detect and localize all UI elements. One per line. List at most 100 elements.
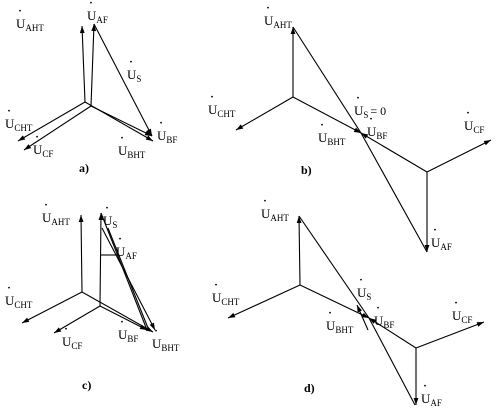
label-u-cf-letter: U	[62, 334, 72, 349]
phasor-u-aht	[80, 214, 83, 293]
label-u-af-subscript: AF	[430, 398, 442, 408]
svg-text:UBHT: UBHT	[118, 143, 146, 160]
phasor-u-bf-arrowhead	[369, 318, 377, 324]
label-u-bf: UBF˙	[118, 318, 138, 344]
label-u-s-dot: ˙	[105, 204, 109, 218]
label-u-cht: UCHT˙	[208, 93, 236, 119]
label-u-bf: UBF˙	[374, 304, 394, 330]
label-u-s-letter: U	[357, 285, 367, 300]
phasor-u-bht	[299, 284, 370, 319]
svg-text:UAF: UAF	[421, 391, 442, 408]
phasor-u-af-arrowhead	[91, 24, 97, 32]
label-u-af-letter: U	[431, 235, 441, 250]
label-u-bf-subscript: BF	[376, 131, 387, 141]
phasor-u-cf-arrowhead	[24, 144, 32, 150]
label-u-bf-dot: ˙	[376, 304, 380, 318]
phasor-u-aht	[298, 215, 301, 286]
phasor-u-aht-arrowhead	[290, 27, 296, 34]
svg-text:UBF: UBF	[157, 128, 177, 145]
svg-text:UBF: UBF	[367, 124, 387, 141]
label-u-bht-subscript: BHT	[335, 325, 354, 335]
phasor-u-aht-arrowhead	[79, 26, 85, 34]
label-u-s-dot: ˙	[129, 58, 133, 72]
phasor-connector-af	[360, 132, 428, 253]
svg-text:UAHT: UAHT	[16, 16, 44, 33]
phasor-u-cf	[415, 321, 485, 349]
panel-c: UAHT˙US˙UAF˙UCHT˙UCF˙UBF˙UBHT˙c)	[5, 201, 180, 392]
label-u-af-letter: U	[421, 391, 431, 406]
label-u-bht-letter: U	[152, 336, 162, 351]
label-u-aht-letter: U	[264, 13, 274, 28]
label-u-cht-dot: ˙	[214, 281, 218, 295]
label-u-cht-subscript: CHT	[14, 300, 33, 310]
label-u-af: UAF˙	[421, 382, 442, 408]
label-u-bht-dot: ˙	[320, 121, 324, 135]
phasor-u-cht-arrowhead	[22, 317, 30, 323]
panel-a: UAHT˙UAF˙US˙UCHT˙UCF˙UBF˙UBHT˙a)	[5, 0, 177, 175]
label-u-s-subscript: S	[112, 220, 117, 230]
label-u-aht-letter: U	[261, 206, 271, 221]
svg-text:UAF: UAF	[431, 235, 452, 252]
label-u-cht: UCHT˙	[5, 107, 33, 133]
label-u-s: US= 0˙	[354, 94, 386, 120]
label-u-s-dot: ˙	[359, 276, 363, 290]
label-u-bf-dot: ˙	[159, 119, 163, 133]
phasor-u-af-arrowhead	[424, 245, 430, 252]
phasor-u-cf	[23, 105, 92, 151]
phasor-u-bht-arrowhead	[145, 326, 153, 332]
label-u-s-letter: U	[127, 67, 137, 82]
label-u-bht-dot: ˙	[154, 327, 158, 341]
phasor-u-bf-arrowhead	[361, 133, 369, 139]
label-u-af-subscript: AF	[96, 15, 108, 25]
label-u-af-letter: U	[116, 244, 126, 259]
label-u-bf-subscript: BF	[127, 334, 138, 344]
label-u-aht: UAHT˙	[42, 201, 70, 227]
svg-text:UBHT: UBHT	[326, 318, 354, 335]
svg-text:UCHT: UCHT	[212, 290, 240, 307]
label-u-af: UAF˙	[116, 235, 137, 261]
phasor-u-cht	[235, 96, 294, 131]
label-u-cf: UCF˙	[33, 133, 53, 159]
label-u-aht-dot: ˙	[44, 201, 48, 215]
label-u-bht-subscript: BHT	[327, 137, 346, 147]
label-u-bht-letter: U	[318, 130, 328, 145]
svg-text:UCHT: UCHT	[208, 102, 236, 119]
svg-text:US: US	[357, 285, 371, 302]
phasor-u-aht-arrowhead	[296, 216, 302, 224]
label-u-cf-letter: U	[452, 308, 462, 323]
phasor-u-aht-arrowhead	[78, 215, 84, 223]
label-u-bht: UBHT˙	[326, 309, 354, 335]
svg-text:UBF: UBF	[374, 313, 394, 330]
label-u-aht-letter: U	[16, 16, 26, 31]
label-u-af: UAF˙	[431, 226, 452, 252]
label-u-bf-letter: U	[118, 327, 128, 342]
label-u-bf-letter: U	[374, 313, 384, 328]
phasor-u-aht	[81, 25, 86, 103]
label-u-bht-dot: ˙	[120, 134, 124, 148]
label-u-s: US˙	[357, 276, 371, 302]
label-u-cht-letter: U	[212, 290, 222, 305]
phasor-u-cht-arrowhead	[18, 135, 26, 141]
phasor-connector-aht	[292, 26, 362, 134]
panel-caption: c)	[82, 378, 91, 392]
label-u-af-dot: ˙	[118, 235, 122, 249]
label-u-af-subscript: AF	[125, 251, 137, 261]
label-u-aht: UAHT˙	[264, 4, 292, 30]
phasor-connector-af	[368, 317, 416, 406]
phasor-u-af	[90, 23, 95, 107]
label-u-bf-letter: U	[367, 124, 377, 139]
svg-text:US= 0: US= 0	[354, 103, 386, 120]
phasor-u-cht	[17, 101, 86, 142]
label-u-cht-subscript: CHT	[217, 109, 236, 119]
label-u-s-letter: U	[103, 213, 113, 228]
label-u-bht-letter: U	[326, 318, 336, 333]
label-u-s: US˙	[103, 204, 117, 230]
phasor-u-bht	[292, 96, 362, 134]
svg-text:UAHT: UAHT	[261, 206, 289, 223]
label-u-bf-letter: U	[157, 128, 167, 143]
panel-caption: b)	[301, 163, 312, 177]
label-u-aht: UAHT˙	[261, 197, 289, 223]
panel-b: UAHT˙UCHT˙US= 0˙UBHT˙UBF˙UCF˙UAF˙b)	[208, 4, 492, 253]
svg-text:UBF: UBF	[118, 327, 138, 344]
label-u-cf-dot: ˙	[35, 133, 39, 147]
